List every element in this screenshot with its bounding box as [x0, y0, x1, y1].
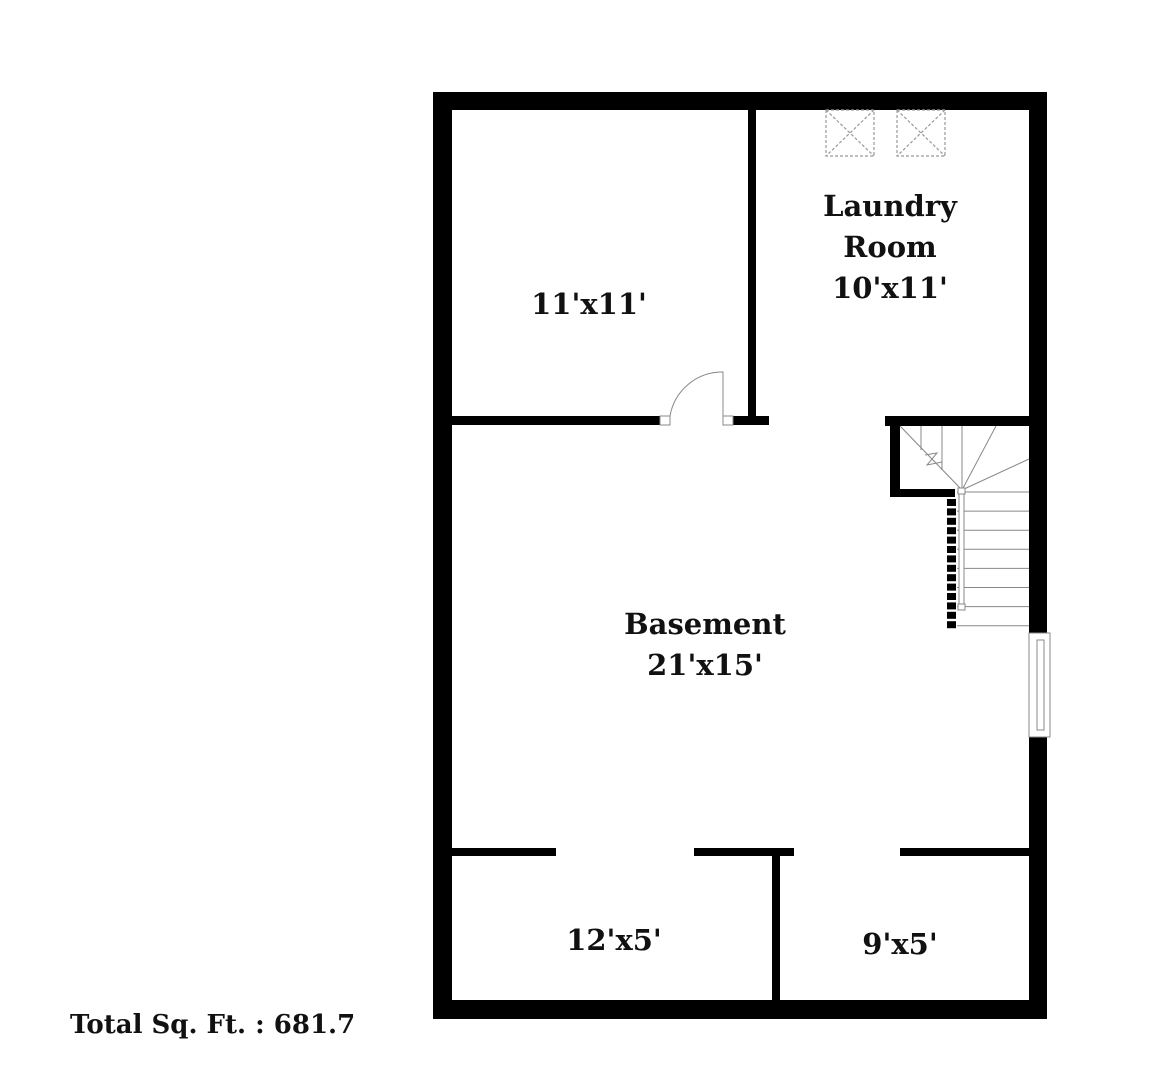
room-size: 12'x5': [566, 923, 662, 957]
staircase: [899, 425, 1030, 627]
room-size: 9'x5': [862, 927, 938, 961]
room-size: 10'x11': [832, 271, 948, 305]
baluster: [947, 508, 956, 516]
baluster: [947, 555, 956, 563]
baluster: [947, 621, 956, 629]
stair-balusters: [947, 499, 956, 629]
outer-walls: [433, 92, 1047, 1019]
room-name: Laundry: [823, 189, 957, 223]
door: [659, 371, 734, 426]
room-name: Basement: [624, 607, 786, 641]
laundry-fixtures: [825, 109, 946, 157]
room-name: Room: [843, 230, 937, 264]
room-size: 21'x15': [647, 648, 763, 682]
room-label-storage-2: 9'x5': [862, 924, 937, 965]
baluster: [947, 574, 956, 582]
room-size: 11'x11': [531, 287, 647, 321]
baluster: [947, 593, 956, 600]
room-label-bedroom: 11'x11': [531, 284, 647, 325]
room-label-laundry: Laundry Room 10'x11': [823, 186, 957, 309]
baluster: [947, 546, 956, 553]
baluster: [947, 611, 956, 619]
baluster: [947, 564, 956, 572]
baluster: [947, 517, 956, 525]
baluster: [947, 499, 956, 506]
interior-walls: [452, 110, 1029, 1000]
baluster: [947, 583, 956, 591]
baluster: [947, 527, 956, 535]
total-square-feet: Total Sq. Ft. : 681.7: [70, 1010, 356, 1040]
room-label-basement: Basement 21'x15': [624, 604, 786, 686]
baluster: [947, 536, 956, 544]
room-label-storage-1: 12'x5': [566, 920, 662, 961]
window: [1028, 632, 1051, 738]
baluster: [947, 602, 956, 610]
